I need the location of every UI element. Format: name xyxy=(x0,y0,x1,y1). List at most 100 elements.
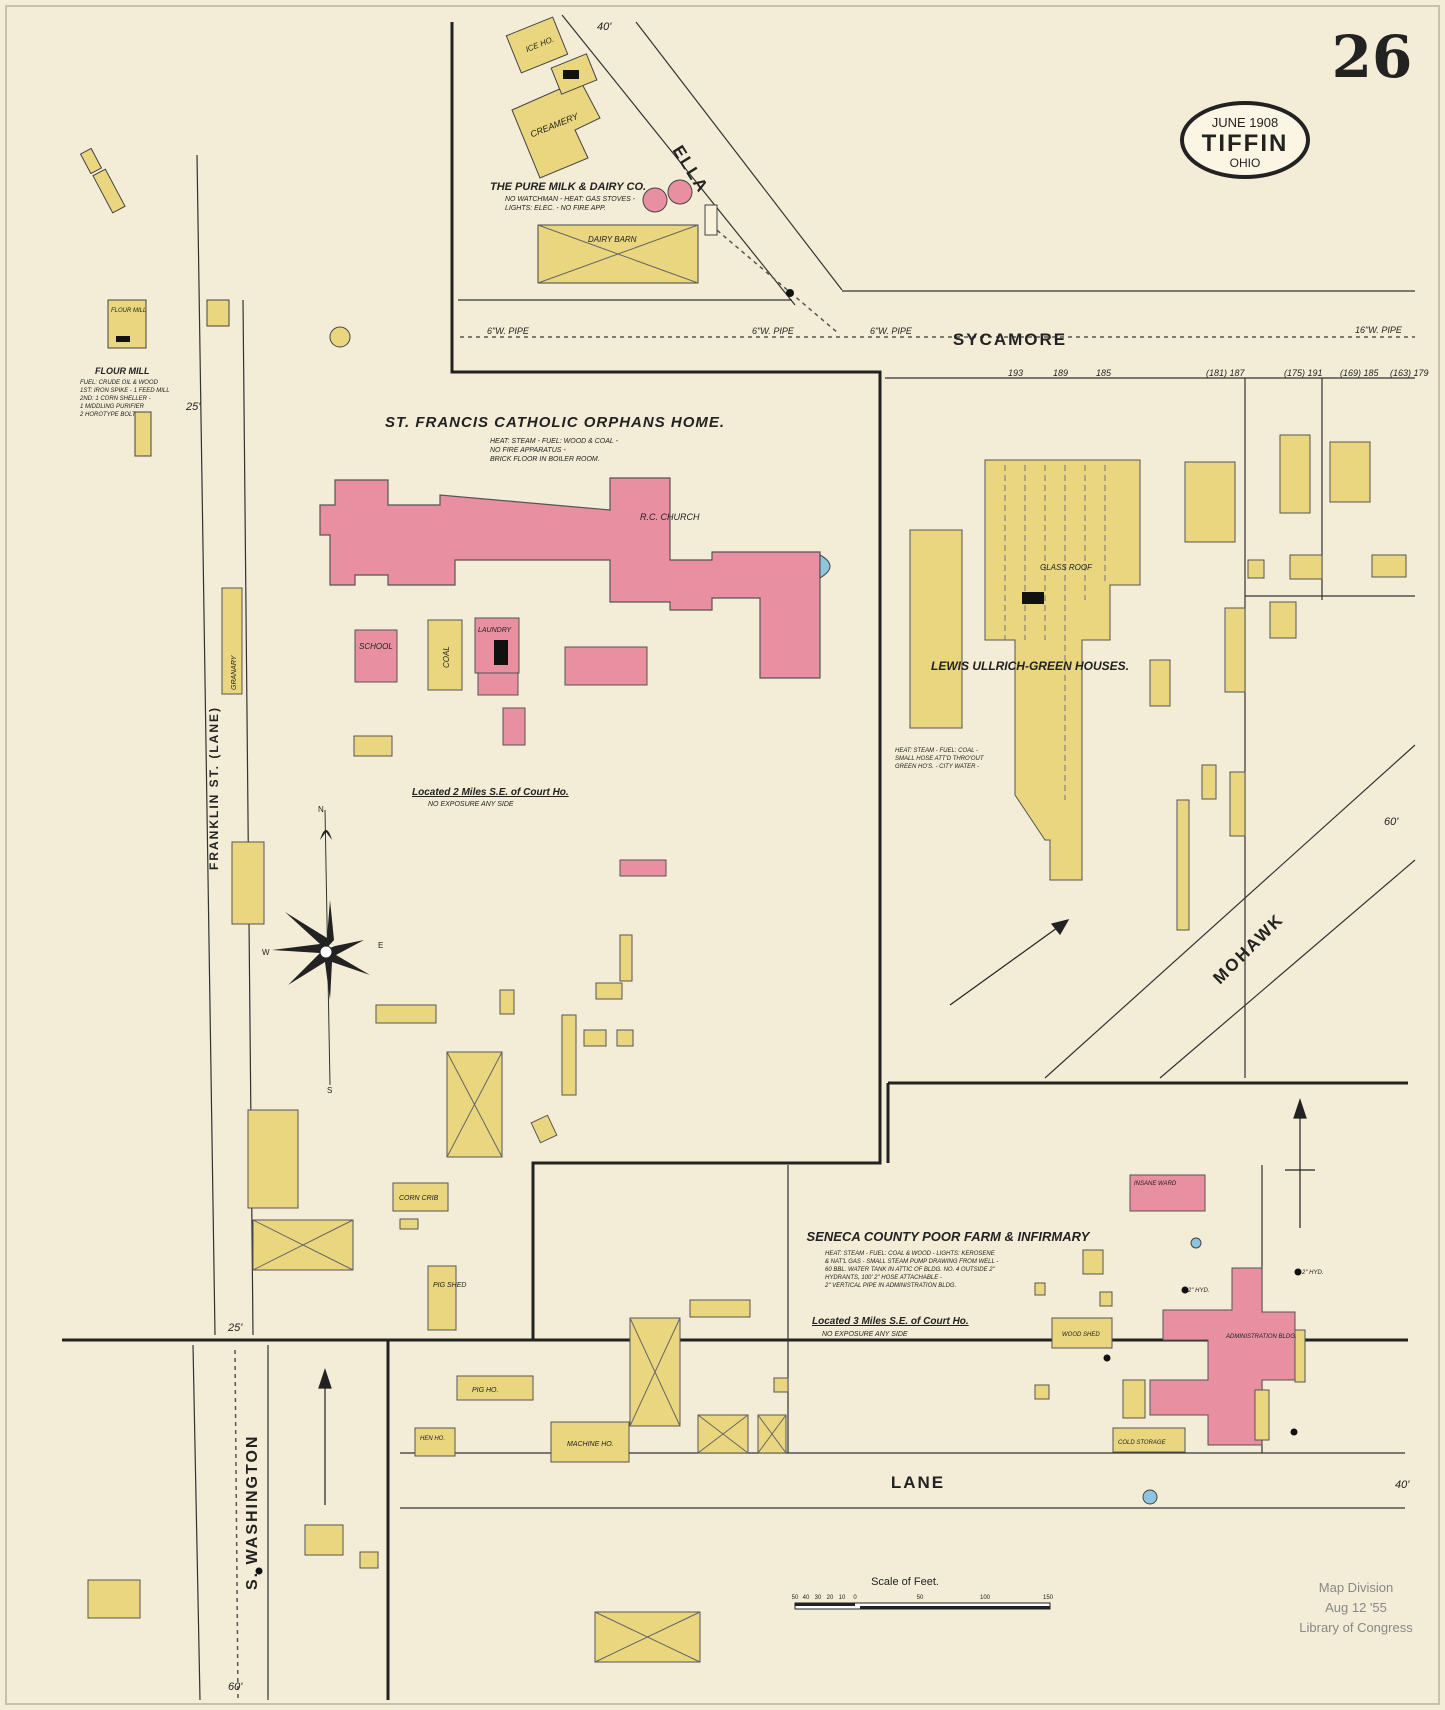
building-small[interactable] xyxy=(1122,1379,1146,1419)
building-k5[interactable] xyxy=(561,1014,577,1096)
flour-mill-complex: FLOUR MILL FLOUR MILL FUEL: CRUDE OIL & … xyxy=(79,147,351,457)
building-small[interactable] xyxy=(773,1377,789,1393)
building-ice-ho[interactable] xyxy=(1082,1249,1104,1275)
building-dwelling[interactable] xyxy=(1184,461,1236,543)
roof-line xyxy=(446,1051,503,1158)
sheet-city: TIFFIN xyxy=(1202,130,1289,157)
building-school[interactable] xyxy=(354,629,398,683)
building-j[interactable] xyxy=(689,1299,751,1318)
tank[interactable] xyxy=(1142,1489,1158,1505)
building-h[interactable] xyxy=(619,859,667,877)
house-number: 185 xyxy=(1096,368,1112,378)
greenhouse-note: GREEN HO'S. - CITY WATER - xyxy=(895,764,979,770)
building-corn-crib[interactable] xyxy=(392,1182,449,1212)
building-k4[interactable] xyxy=(616,1029,634,1047)
building-dwelling[interactable] xyxy=(87,1579,141,1619)
silo[interactable] xyxy=(642,187,668,213)
building-gi[interactable] xyxy=(502,707,526,746)
building-greenhouse-long[interactable] xyxy=(909,529,963,729)
compass-east: E xyxy=(378,941,383,950)
building-d[interactable] xyxy=(304,1524,344,1556)
building-gasoline-tank[interactable] xyxy=(79,147,103,175)
building-barn-b[interactable] xyxy=(247,1109,299,1209)
house-number: (163) 179 xyxy=(1390,368,1429,378)
building-machine-ho[interactable] xyxy=(550,1421,630,1463)
shed[interactable] xyxy=(704,204,718,236)
building-shed[interactable] xyxy=(1269,601,1297,639)
label-granary: GRANARY xyxy=(231,654,238,690)
silo[interactable] xyxy=(667,179,693,205)
tank[interactable] xyxy=(329,326,351,348)
title-cartouche xyxy=(1180,101,1310,179)
building-shed[interactable] xyxy=(231,841,265,925)
building-hen-ho[interactable] xyxy=(1149,659,1171,707)
label-poor-farm: SENECA COUNTY POOR FARM & INFIRMARY xyxy=(807,1229,1091,1244)
flour-note: 2ND: 1 CORN SHELLER - xyxy=(79,396,151,402)
label-wood-shed: WOOD SHED xyxy=(1062,1332,1100,1338)
building-outhouse[interactable] xyxy=(353,735,393,757)
building-wood-shed[interactable] xyxy=(1051,1317,1113,1349)
building-shed[interactable] xyxy=(1229,771,1246,837)
dimension-label: 25' xyxy=(227,1322,243,1334)
street-lane: LANE xyxy=(891,1473,945,1492)
building-shed[interactable] xyxy=(1176,799,1190,931)
building-hen-ho[interactable] xyxy=(414,1427,456,1457)
dimension-label: 40' xyxy=(1395,1479,1410,1491)
greenhouse-ridges xyxy=(1004,465,1106,800)
scale-title: Scale of Feet. xyxy=(871,1576,939,1588)
building-insane-ward[interactable] xyxy=(1129,1174,1206,1212)
building-coal[interactable] xyxy=(427,619,463,691)
building-k3[interactable] xyxy=(583,1029,607,1047)
house-number: (169) 185 xyxy=(1340,368,1380,378)
building-small[interactable] xyxy=(359,1551,379,1569)
label-dairy-company: THE PURE MILK & DAIRY CO. xyxy=(490,181,646,193)
orphans-note: NO FIRE APPARATUS - xyxy=(490,447,566,454)
building-cold-storage[interactable] xyxy=(1112,1427,1186,1453)
building-k2[interactable] xyxy=(499,989,515,1015)
building-dwelling[interactable] xyxy=(1279,434,1311,514)
house-number: 189 xyxy=(1053,368,1068,378)
building-small[interactable] xyxy=(399,1218,419,1230)
building-ice-house[interactable] xyxy=(505,16,569,74)
building-dwelling[interactable] xyxy=(1329,441,1371,503)
north-arrows xyxy=(318,919,1315,1505)
library-stamp: Map Division Aug 12 '55 Library of Congr… xyxy=(1299,1580,1413,1635)
label-pig-ho: PIG HO. xyxy=(472,1387,499,1394)
building-elevator[interactable] xyxy=(134,411,152,457)
building-shed[interactable] xyxy=(1201,764,1217,800)
building-shed[interactable] xyxy=(1371,554,1407,578)
pipe-label: 6"W. PIPE xyxy=(752,326,795,336)
wells-pump[interactable] xyxy=(1190,1237,1202,1249)
hydrants xyxy=(1103,1268,1302,1436)
building-greenhouse-main[interactable] xyxy=(984,459,1141,881)
building-shed[interactable] xyxy=(1247,559,1265,579)
dimension-label: 25' xyxy=(185,401,201,413)
building-d1[interactable] xyxy=(530,1114,558,1144)
building-small[interactable] xyxy=(1099,1291,1113,1307)
building-c2[interactable] xyxy=(375,1004,437,1024)
building-greenhouse-small[interactable] xyxy=(477,672,519,696)
building-shed[interactable] xyxy=(1289,554,1323,580)
building-small[interactable] xyxy=(1034,1282,1046,1296)
building-pig-ho[interactable] xyxy=(456,1375,534,1401)
boiler xyxy=(116,336,130,342)
building-oil-well[interactable] xyxy=(92,168,126,214)
building-shed[interactable] xyxy=(1224,607,1246,693)
building-small[interactable] xyxy=(1034,1384,1050,1400)
building-tack-shop[interactable] xyxy=(206,299,230,327)
house-number: (175) 191 xyxy=(1284,368,1323,378)
compass-north: N xyxy=(318,805,324,814)
building-orphans-main[interactable] xyxy=(319,477,821,679)
building-granary[interactable] xyxy=(221,587,243,695)
house-number: 193 xyxy=(1008,368,1023,378)
building-k[interactable] xyxy=(595,982,623,1000)
poor-farm-complex: SENECA COUNTY POOR FARM & INFIRMARY HEAT… xyxy=(807,1174,1323,1505)
building-k1[interactable] xyxy=(619,934,633,982)
hydrant xyxy=(1294,1268,1302,1276)
label-cold-storage: COLD STORAGE xyxy=(1118,1440,1167,1446)
building-pig-shed[interactable] xyxy=(427,1265,457,1331)
label-orphans-home: ST. FRANCIS CATHOLIC ORPHANS HOME. xyxy=(385,414,725,431)
pipe-label: 6"W. PIPE xyxy=(487,326,530,336)
building-ice-house[interactable] xyxy=(564,646,648,686)
